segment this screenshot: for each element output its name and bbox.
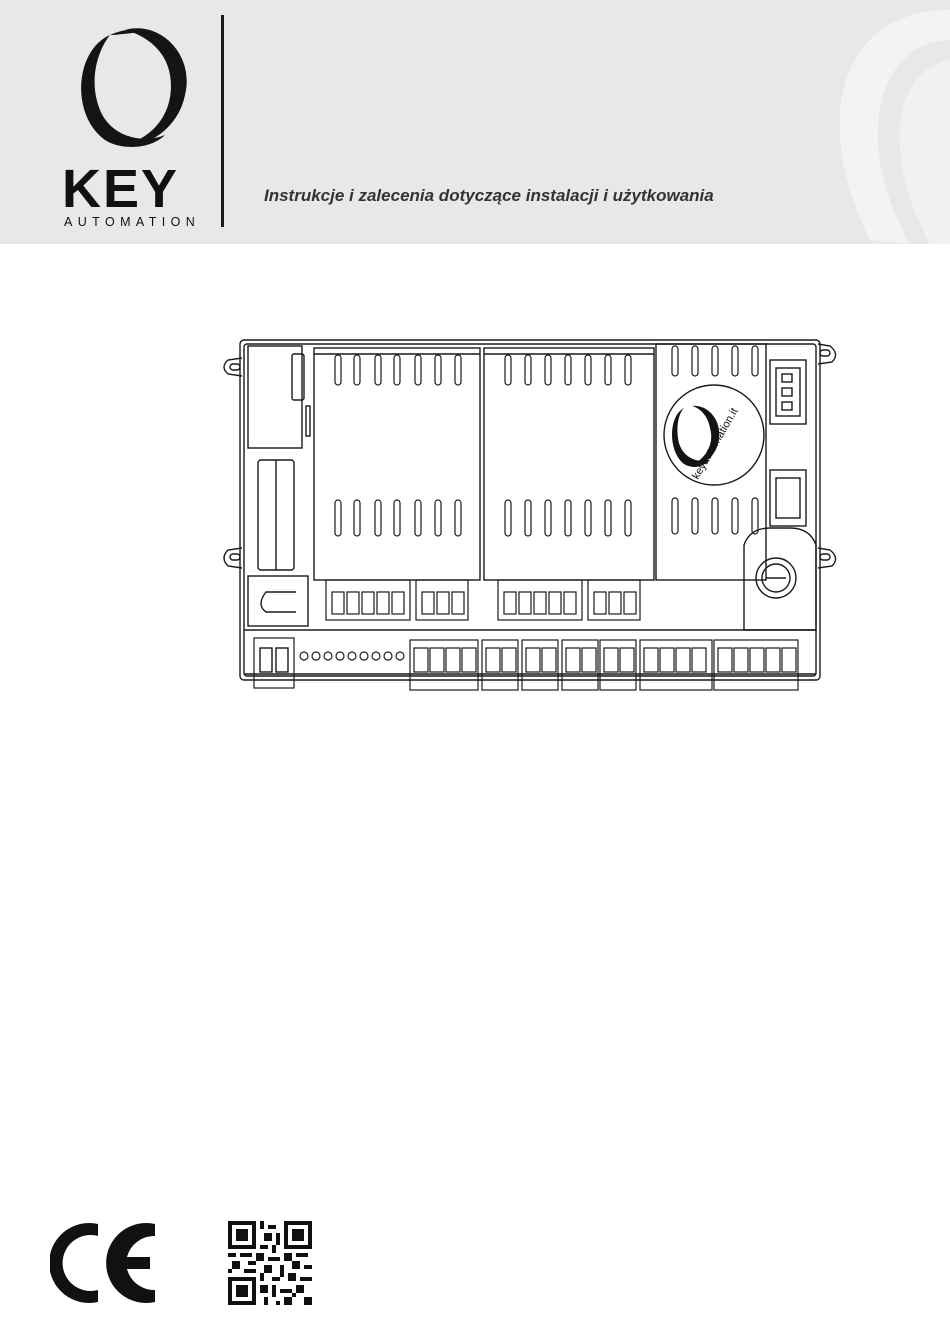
brand-subname: AUTOMATION (64, 216, 200, 229)
relay-cover-1 (314, 348, 480, 580)
control-board-drawing: keyautomation.it (220, 330, 840, 700)
board-logo-text: keyautomation.it (690, 406, 740, 481)
header-banner: KEY AUTOMATION Instrukcje i zalecenia do… (0, 0, 950, 244)
mounting-ears (224, 344, 836, 568)
key-automation-logo: KEY AUTOMATION (60, 22, 215, 217)
led-row (300, 652, 404, 660)
upper-terminal-blocks (326, 580, 640, 620)
left-module (248, 346, 310, 626)
right-panel (656, 344, 816, 630)
document-subtitle: Instrukcje i zalecenia dotyczące instala… (264, 186, 714, 206)
qr-code-icon (228, 1221, 312, 1305)
brand-name: KEY (62, 162, 179, 216)
ce-mark-icon (50, 1220, 160, 1306)
bottom-terminal-strip (410, 640, 798, 690)
watermark-swirl-icon (800, 0, 950, 244)
key-ring-logo-icon (60, 22, 215, 157)
relay-cover-2 (484, 348, 654, 580)
header-divider (221, 15, 224, 227)
